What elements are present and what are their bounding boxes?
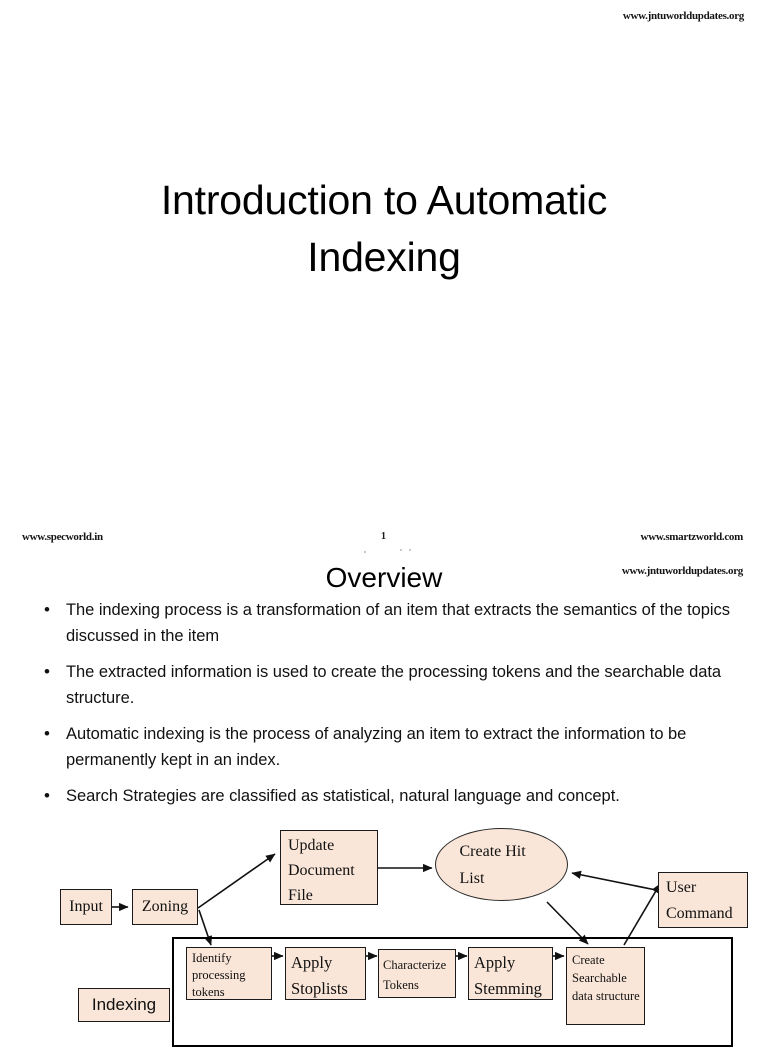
bullet-marker-icon: • xyxy=(44,600,50,619)
node-apply-stemming[interactable]: Apply Stemming xyxy=(468,947,553,1000)
page-title: Introduction to Automatic Indexing xyxy=(160,177,608,280)
scan-artifact xyxy=(364,551,366,553)
bullet-marker-icon: • xyxy=(44,786,50,805)
node-characterize-tokens-label: Characterize Tokens xyxy=(383,958,447,992)
watermark-specworld: www.specworld.in xyxy=(22,531,103,543)
node-zoning-label: Zoning xyxy=(141,898,189,915)
node-apply-stoplists-label: Apply Stoplists xyxy=(291,953,348,998)
watermark-top-right: www.jntuworldupdates.org xyxy=(622,10,744,22)
bullet-marker-icon: • xyxy=(44,662,50,681)
node-identify-processing-tokens[interactable]: Identify processing tokens xyxy=(186,947,272,1000)
list-item: • Automatic indexing is the process of a… xyxy=(36,721,736,773)
list-item-text: Search Strategies are classified as stat… xyxy=(66,787,620,805)
node-indexing-label: Indexing xyxy=(91,995,157,1014)
list-item: • Search Strategies are classified as st… xyxy=(36,783,736,809)
node-identify-processing-tokens-label: Identify processing tokens xyxy=(192,951,246,999)
list-item: • The indexing process is a transformati… xyxy=(36,597,736,649)
bullet-marker-icon: • xyxy=(44,724,50,743)
node-input[interactable]: Input xyxy=(60,889,112,925)
node-apply-stoplists[interactable]: Apply Stoplists xyxy=(285,947,366,1000)
node-update-document-file[interactable]: Update Document File xyxy=(280,830,378,905)
node-input-label: Input xyxy=(69,898,103,915)
page-number: 1 xyxy=(381,531,386,542)
scan-artifact xyxy=(409,549,411,551)
list-item-text: The extracted information is used to cre… xyxy=(66,663,722,707)
node-create-searchable-data-structure-label: Create Searchable data structure xyxy=(572,953,640,1003)
node-create-searchable-data-structure[interactable]: Create Searchable data structure xyxy=(566,947,645,1025)
watermark-smartzworld: www.smartzworld.com xyxy=(640,531,744,543)
node-indexing[interactable]: Indexing xyxy=(78,988,170,1022)
diagram-connectors xyxy=(112,853,661,961)
node-characterize-tokens[interactable]: Characterize Tokens xyxy=(378,949,456,998)
scan-artifact xyxy=(400,549,402,551)
overview-bullet-list: • The indexing process is a transformati… xyxy=(36,597,736,819)
node-user-command-label: User Command xyxy=(666,879,733,922)
node-create-hit-list-label: Create Hit List xyxy=(459,842,526,887)
node-apply-stemming-label: Apply Stemming xyxy=(474,953,542,998)
list-item: • The extracted information is used to c… xyxy=(36,659,736,711)
list-item-text: Automatic indexing is the process of ana… xyxy=(66,725,687,769)
node-update-document-file-label: Update Document File xyxy=(288,837,355,904)
node-zoning[interactable]: Zoning xyxy=(132,889,198,925)
list-item-text: The indexing process is a transformation… xyxy=(66,601,730,645)
node-user-command[interactable]: User Command xyxy=(658,872,748,928)
node-create-hit-list[interactable]: Create Hit List xyxy=(435,828,568,901)
watermark-jntuworld-slide2: www.jntuworldupdates.org xyxy=(621,565,743,577)
overview-heading: Overview xyxy=(325,562,443,593)
indexing-process-diagram: Input Zoning Update Document File Create… xyxy=(0,818,768,1047)
